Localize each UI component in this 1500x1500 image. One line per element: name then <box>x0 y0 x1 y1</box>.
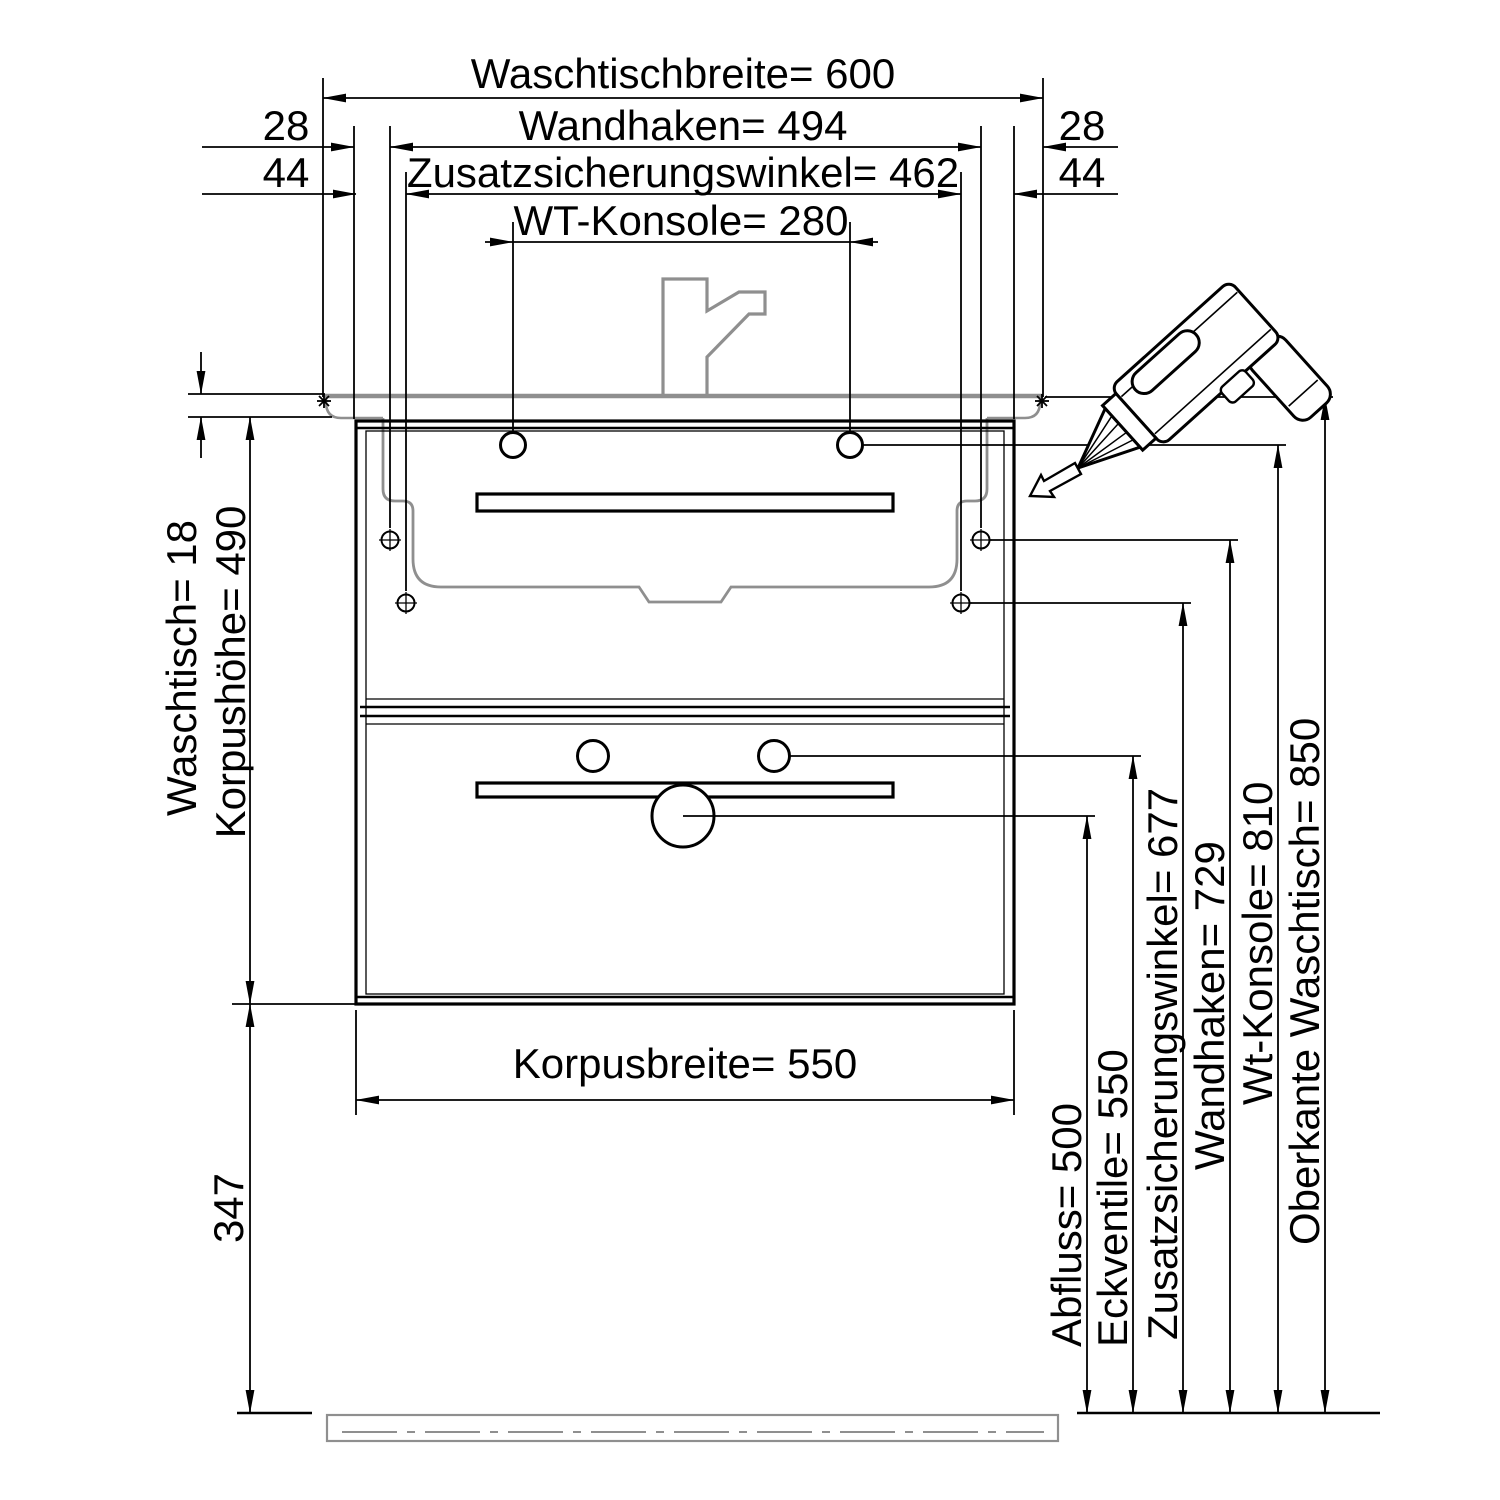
label-waschtisch-thickness: Waschtisch= 18 <box>158 520 205 816</box>
label-44-right: 44 <box>1059 149 1106 196</box>
cabinet-inner-edge <box>365 430 1005 995</box>
cabinet-outer-edge <box>354 419 1016 1006</box>
sealant-gun-illustration <box>1028 282 1332 499</box>
label-zusatzwinkel-height: Zusatzsicherungswinkel= 677 <box>1139 788 1186 1340</box>
gun-vent-slot <box>1130 329 1201 396</box>
label-44-left: 44 <box>263 149 310 196</box>
label-eckventile: Eckventile= 550 <box>1089 1049 1136 1347</box>
label-oberkante-waschtisch: Oberkante Waschtisch= 850 <box>1281 718 1328 1245</box>
label-wandhaken-top: Wandhaken= 494 <box>519 102 848 149</box>
corner-valve-hole-left <box>576 739 610 773</box>
label-wandhaken-height: Wandhaken= 729 <box>1186 841 1233 1170</box>
label-korpushoehe: Korpushöhe= 490 <box>207 506 254 839</box>
bracket-screw-mark-left <box>395 592 417 614</box>
dimension-labels: Waschtischbreite= 600 28 Wandhaken= 494 … <box>158 50 1328 1347</box>
washbasin-and-countertop-outline <box>323 277 1060 1443</box>
label-abfluss: Abfluss= 500 <box>1043 1103 1090 1347</box>
upper-drawer-handle <box>475 492 895 513</box>
basin-bowl-outline <box>381 418 989 604</box>
label-wt-konsole-height: Wt-Konsole= 810 <box>1234 782 1281 1105</box>
wall-hook-screw-mark-left <box>379 529 401 551</box>
corner-valve-hole-right <box>757 739 791 773</box>
wall-hook-screw-mark-right <box>970 529 992 551</box>
bracket-screw-mark-right <box>950 592 972 614</box>
dimension-lines <box>188 78 1380 1415</box>
wall-plinth <box>325 1413 1060 1443</box>
label-wt-konsole-top: WT-Konsole= 280 <box>513 197 848 244</box>
console-hole-right <box>836 431 864 459</box>
label-28-right: 28 <box>1059 102 1106 149</box>
seal-joint-mark-left <box>317 394 331 408</box>
application-direction-arrow <box>1028 461 1083 499</box>
label-28-left: 28 <box>263 102 310 149</box>
label-korpusbreite: Korpusbreite= 550 <box>513 1040 857 1087</box>
console-hole-left <box>499 431 527 459</box>
vanity-cabinet <box>354 419 1016 1006</box>
label-waschtischbreite: Waschtischbreite= 600 <box>471 50 896 97</box>
gun-trigger <box>1219 369 1256 404</box>
faucet-outline <box>661 277 767 394</box>
label-347: 347 <box>205 1173 252 1243</box>
seal-joint-mark-right <box>1035 394 1049 408</box>
label-zusatzwinkel-top: Zusatzsicherungswinkel= 462 <box>407 149 959 196</box>
gun-nozzle <box>1075 405 1143 471</box>
